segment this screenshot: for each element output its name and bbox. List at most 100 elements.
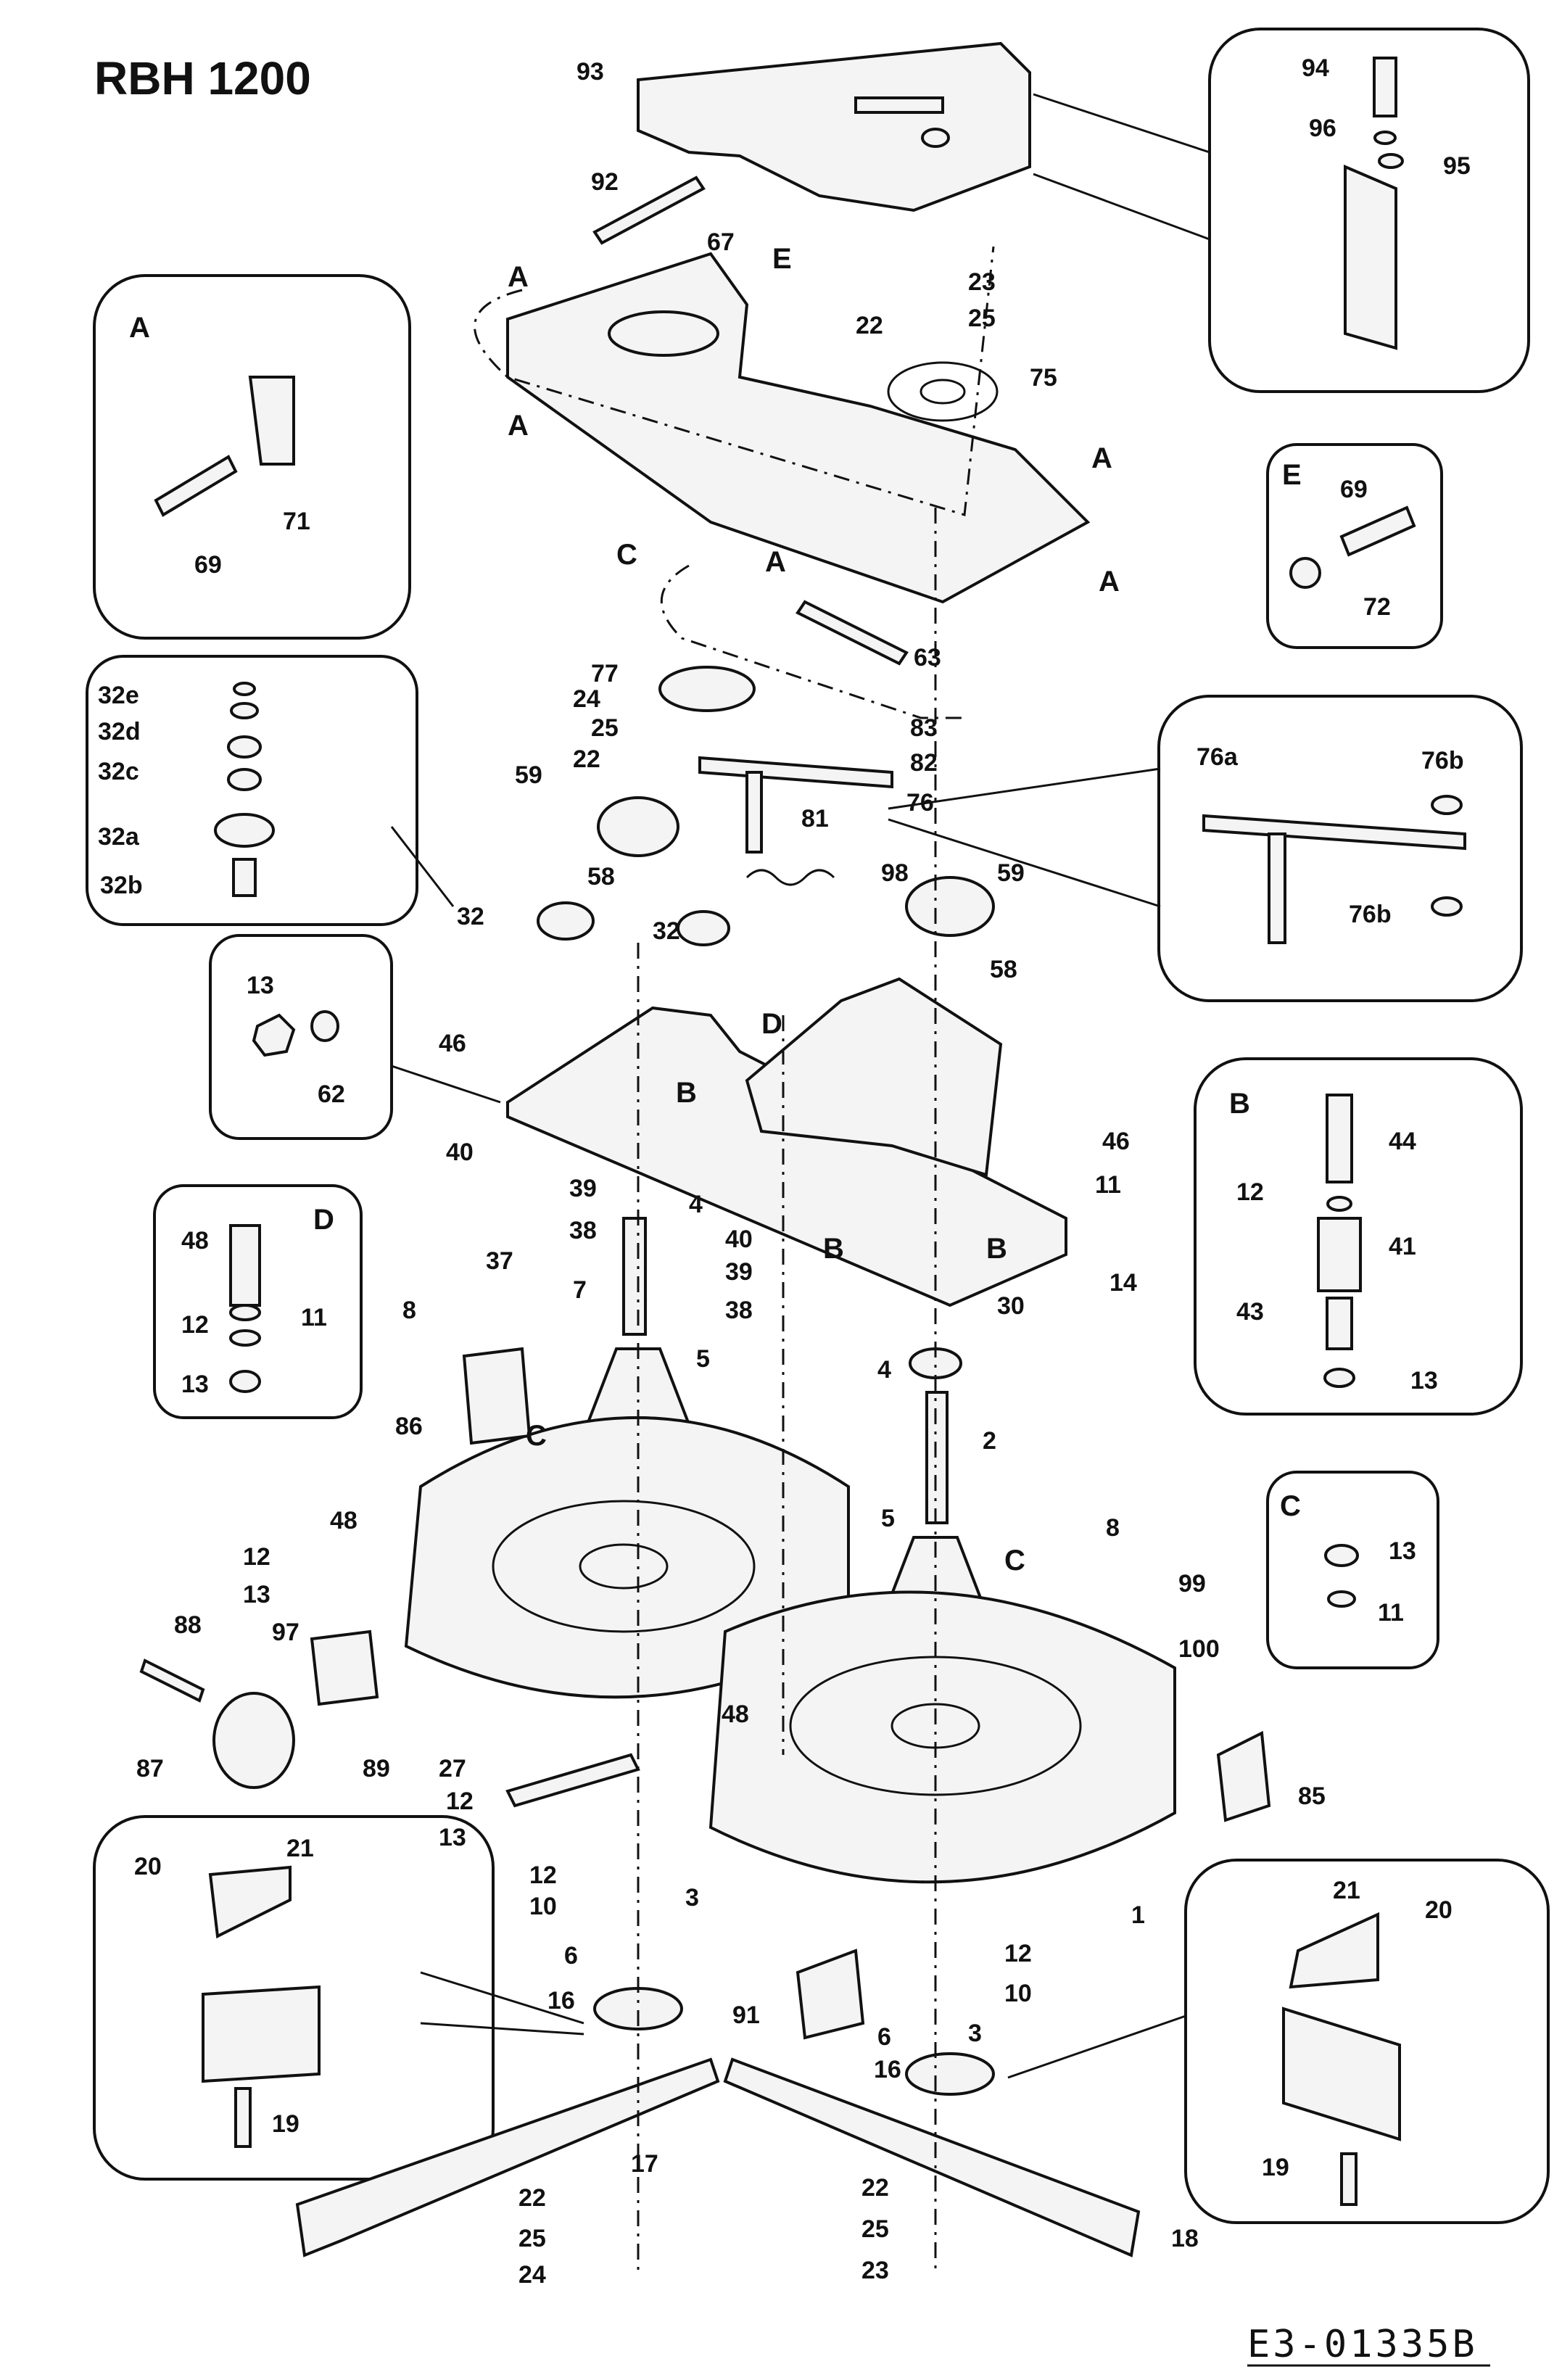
diagram-title: RBH 1200: [94, 52, 311, 104]
label-63: 63: [914, 644, 941, 672]
label-25-mid: 25: [591, 714, 619, 742]
label-95: 95: [1443, 152, 1471, 180]
label-13-C: 13: [1389, 1537, 1416, 1565]
inset-D: [153, 1184, 363, 1419]
inset-B: [1194, 1057, 1523, 1416]
label-24-mid: 24: [573, 685, 600, 713]
label-83: 83: [910, 714, 938, 742]
inset-C-letter: C: [1280, 1490, 1301, 1522]
label-62: 62: [318, 1080, 345, 1108]
label-69-E: 69: [1340, 476, 1368, 503]
label-76b-bottom: 76b: [1349, 901, 1392, 928]
label-69-A: 69: [194, 551, 222, 579]
label-40-right: 40: [725, 1226, 753, 1253]
label-38-right: 38: [725, 1297, 753, 1324]
label-89: 89: [363, 1755, 390, 1782]
label-13-B: 13: [1410, 1367, 1438, 1394]
label-3-right: 3: [968, 2020, 982, 2047]
label-24-lower: 24: [518, 2261, 546, 2289]
label-12-lower: 12: [446, 1788, 474, 1815]
label-38-left: 38: [569, 1217, 597, 1244]
label-71: 71: [283, 508, 310, 535]
label-98: 98: [881, 859, 909, 887]
label-32a: 32a: [98, 823, 140, 851]
label-17: 17: [631, 2150, 658, 2178]
inset-C: [1266, 1471, 1439, 1669]
label-12-right: 12: [1004, 1940, 1032, 1967]
label-40-left: 40: [446, 1139, 474, 1166]
label-48-upper: 48: [330, 1507, 358, 1534]
label-11-C: 11: [1378, 1599, 1404, 1627]
label-7: 7: [573, 1276, 587, 1304]
label-43: 43: [1236, 1298, 1264, 1326]
label-88: 88: [174, 1611, 202, 1639]
label-5-left: 5: [696, 1345, 710, 1373]
drawing-code: E3-01335B: [1247, 2323, 1478, 2366]
label-22-mid: 22: [573, 745, 600, 773]
part-labels: 93 94 96 95 92 67 E A 23 22 25 A 75 A A …: [98, 54, 1471, 2289]
label-46-right: 46: [1102, 1128, 1130, 1155]
inset-B-letter: B: [1229, 1088, 1250, 1120]
inset-blade-right: [1007, 1859, 1550, 2224]
label-32e: 32e: [98, 682, 139, 709]
label-67: 67: [707, 228, 735, 256]
label-86: 86: [395, 1413, 423, 1440]
label-4-left: 4: [689, 1191, 703, 1218]
inset-A: [93, 274, 411, 640]
label-13-D: 13: [181, 1371, 209, 1398]
inset-95: [1033, 28, 1530, 393]
ref-letter-B-1: B: [676, 1077, 697, 1109]
label-32d: 32d: [98, 718, 141, 745]
ref-letter-A-4: A: [765, 546, 786, 578]
label-13-lower: 13: [439, 1824, 466, 1851]
label-32b: 32b: [100, 872, 143, 899]
label-39-right: 39: [725, 1258, 753, 1286]
label-23-lower: 23: [861, 2257, 889, 2284]
label-12-mid: 12: [529, 1862, 557, 1889]
ref-letter-D-1: D: [761, 1008, 782, 1040]
label-19-right: 19: [1262, 2154, 1289, 2181]
label-76b-top: 76b: [1421, 747, 1464, 774]
label-76: 76: [906, 789, 934, 817]
label-87: 87: [136, 1755, 164, 1782]
label-14: 14: [1109, 1269, 1137, 1297]
label-81: 81: [801, 805, 829, 832]
label-97: 97: [272, 1619, 299, 1646]
label-25-lower-right: 25: [861, 2215, 889, 2243]
label-13-left: 13: [243, 1581, 270, 1608]
label-13-inset: 13: [247, 972, 274, 999]
ref-letter-C-2: C: [526, 1420, 547, 1452]
label-39-left: 39: [569, 1175, 597, 1202]
label-25-top: 25: [968, 305, 996, 332]
label-19-left: 19: [272, 2110, 299, 2138]
label-8-right: 8: [1106, 1514, 1120, 1542]
main-assembly: [139, 41, 1271, 2270]
label-18: 18: [1171, 2225, 1199, 2252]
label-59-left: 59: [515, 761, 542, 789]
label-32-mid: 32: [653, 917, 680, 945]
label-21-right: 21: [1333, 1877, 1360, 1904]
ref-letter-A-2: A: [508, 410, 529, 442]
label-94: 94: [1302, 54, 1329, 82]
label-75: 75: [1030, 364, 1057, 392]
inset-E: [1266, 443, 1443, 649]
ref-letter-B-2: B: [823, 1233, 844, 1265]
label-6-left: 6: [564, 1942, 578, 1970]
label-91: 91: [732, 2001, 760, 2029]
label-92: 92: [591, 168, 619, 196]
inset-32: [86, 655, 455, 926]
label-6-right: 6: [877, 2023, 891, 2051]
label-16-left: 16: [547, 1987, 575, 2015]
label-12-D: 12: [181, 1311, 209, 1339]
label-21-left: 21: [286, 1835, 314, 1862]
label-99: 99: [1178, 1570, 1206, 1598]
label-25-lower-left: 25: [518, 2225, 546, 2252]
label-85: 85: [1298, 1782, 1326, 1810]
label-58-right: 58: [990, 956, 1017, 983]
inset-76: [888, 695, 1523, 1002]
label-32-left: 32: [457, 903, 484, 930]
label-12-B: 12: [1236, 1178, 1264, 1206]
label-1: 1: [1131, 1901, 1145, 1929]
label-22-lower-right: 22: [861, 2174, 889, 2202]
